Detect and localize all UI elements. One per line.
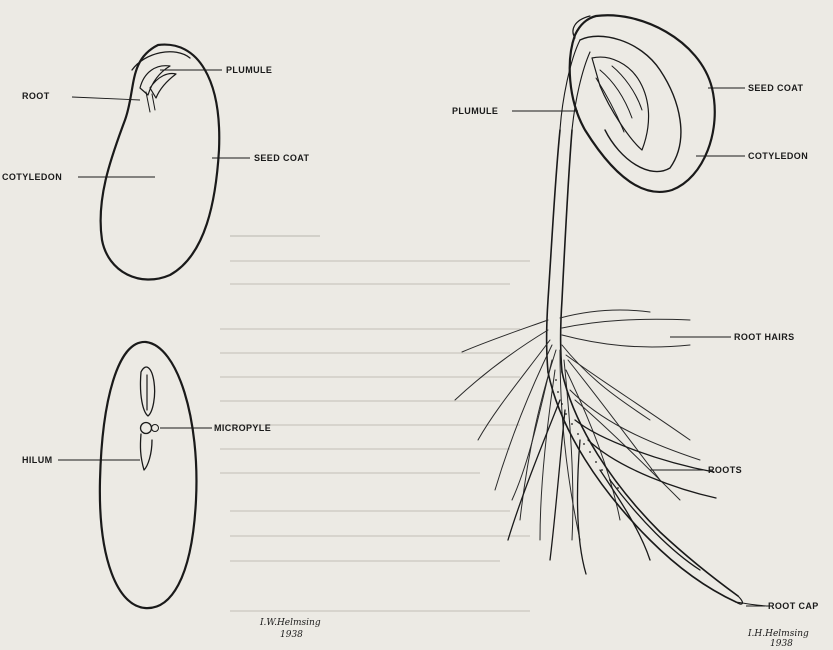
label-root-left: ROOT [22,91,50,101]
plumule-leaves [140,66,176,98]
bean-outline [100,342,197,608]
label-root-hairs: ROOT HAIRS [734,332,795,342]
label-seed-coat-left: SEED COAT [254,153,310,163]
seed-coat-outline [101,45,220,280]
signature-right-year: 1938 [770,639,793,649]
seedling-seed-coat [570,15,715,192]
label-hilum: HILUM [22,455,53,465]
label-micropyle: MICROPYLE [214,423,271,433]
open-seed-drawing [101,45,220,280]
bean-side-view [100,342,197,608]
micropyle-dot [141,423,152,434]
label-root-cap: ROOT CAP [768,601,819,611]
label-roots: ROOTS [708,465,742,475]
signature-left-year: 1938 [280,630,303,640]
seedling-stem [547,130,561,372]
label-seed-coat-right: SEED COAT [748,83,804,93]
label-cotyledon-left: COTYLEDON [2,172,62,182]
seedling-main-root [548,372,736,602]
signature-right-name: I.H.Helmsing [747,629,809,639]
signature-left-name: I.W.Helmsing [259,618,321,628]
germinating-seedling [455,15,770,606]
label-plumule-right: PLUMULE [452,106,498,116]
label-cotyledon-right: COTYLEDON [748,151,808,161]
label-plumule-left: PLUMULE [226,65,272,75]
